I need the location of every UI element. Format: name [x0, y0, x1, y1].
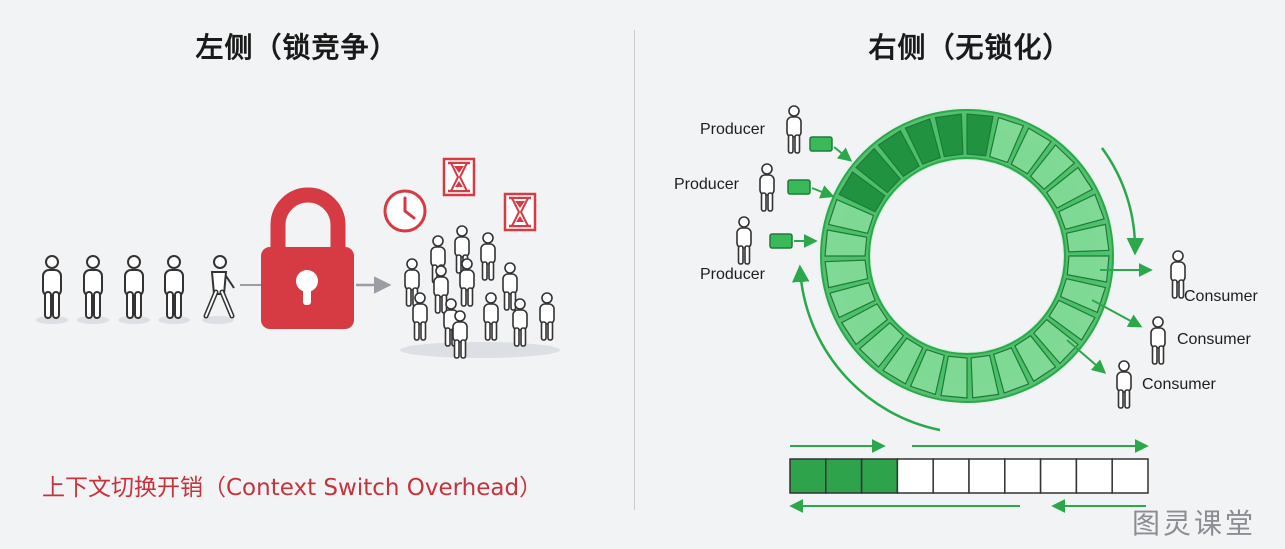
producer-icon	[736, 216, 752, 265]
ring-slot-empty	[827, 198, 875, 235]
ring-slot-filled	[934, 113, 964, 158]
ring-buffer	[817, 106, 1117, 406]
ring-slot-empty	[1032, 318, 1079, 365]
walking-person-icon	[202, 255, 235, 324]
ring-slots	[824, 113, 1110, 399]
buffer-cell-empty	[968, 458, 1006, 494]
consumer-label: Consumer	[1184, 288, 1258, 305]
producer-group	[736, 105, 853, 265]
producer-label: Producer	[674, 176, 739, 193]
ring-slot-empty	[988, 116, 1025, 164]
buffer-cell-empty	[1004, 458, 1042, 494]
producer-label: Producer	[700, 266, 765, 283]
ring-slot-empty	[1058, 193, 1105, 231]
producer-icon	[786, 105, 802, 154]
consumer-icon	[1116, 360, 1132, 409]
consumer-label: Consumer	[1177, 331, 1251, 348]
buffer-cell-filled	[860, 458, 899, 494]
hourglass-icon	[503, 192, 537, 232]
ring-slot-filled	[904, 118, 942, 165]
person-icon	[157, 255, 191, 325]
buffer-cell-empty	[896, 458, 934, 494]
consumer-group	[1066, 250, 1186, 409]
ring-slot-empty	[1010, 127, 1052, 175]
clock-icon	[383, 189, 427, 233]
ring-slot-empty	[1014, 334, 1057, 383]
buffer-cell-filled	[789, 458, 827, 494]
buffer-cell-filled	[825, 458, 863, 494]
ring-slot-empty	[824, 229, 868, 257]
consumer-icon	[1150, 316, 1166, 365]
buffer-cell-empty	[1111, 458, 1149, 494]
person-icon	[117, 255, 151, 325]
waiting-queue	[35, 255, 235, 325]
consumer-icon	[1170, 250, 1186, 299]
ring-slot-empty	[940, 355, 968, 399]
panel-divider	[634, 30, 635, 510]
ring-slot-empty	[858, 321, 905, 368]
cycle-arrow	[1100, 147, 1145, 256]
person-icon	[76, 255, 110, 325]
left-panel-title: 左侧（锁竞争）	[195, 31, 399, 64]
crowd-icon	[400, 225, 560, 359]
ring-slot-empty	[840, 303, 889, 346]
ring-slot-empty	[1066, 255, 1110, 283]
ring-slot-empty	[909, 348, 946, 396]
ring-slot-empty	[992, 347, 1030, 394]
ring-slot-filled	[877, 129, 920, 178]
watermark: 图灵课堂	[1132, 507, 1257, 540]
right-panel-title: 右侧（无锁化）	[868, 31, 1072, 64]
consumer-label: Consumer	[1142, 376, 1216, 393]
producer-icon	[759, 163, 775, 212]
ring-slot-empty	[970, 354, 1000, 399]
producer-label: Producer	[700, 121, 765, 138]
ring-slot-empty	[882, 337, 924, 385]
ring-slot-empty	[1029, 144, 1076, 191]
ring-slot-empty	[824, 259, 869, 289]
context-switch-caption: 上下文切换开销（Context Switch Overhead）	[42, 475, 543, 501]
ring-slot-filled	[838, 171, 886, 213]
ring-slot-empty	[1045, 166, 1094, 209]
buffer-cell-empty	[1075, 458, 1113, 494]
ring-slot-filled	[855, 147, 902, 194]
ring-slot-empty	[829, 281, 876, 319]
cycle-arrow	[792, 264, 941, 432]
buffer-cell-empty	[932, 458, 970, 494]
buffer-cell-empty	[1039, 458, 1078, 494]
ring-slot-empty	[1065, 223, 1110, 253]
hourglass-icon	[442, 157, 476, 197]
padlock-icon	[261, 187, 354, 329]
linear-buffer	[789, 458, 1149, 494]
ring-slot-empty	[1048, 299, 1096, 341]
ring-slot-filled	[966, 113, 994, 157]
person-icon	[35, 255, 69, 325]
